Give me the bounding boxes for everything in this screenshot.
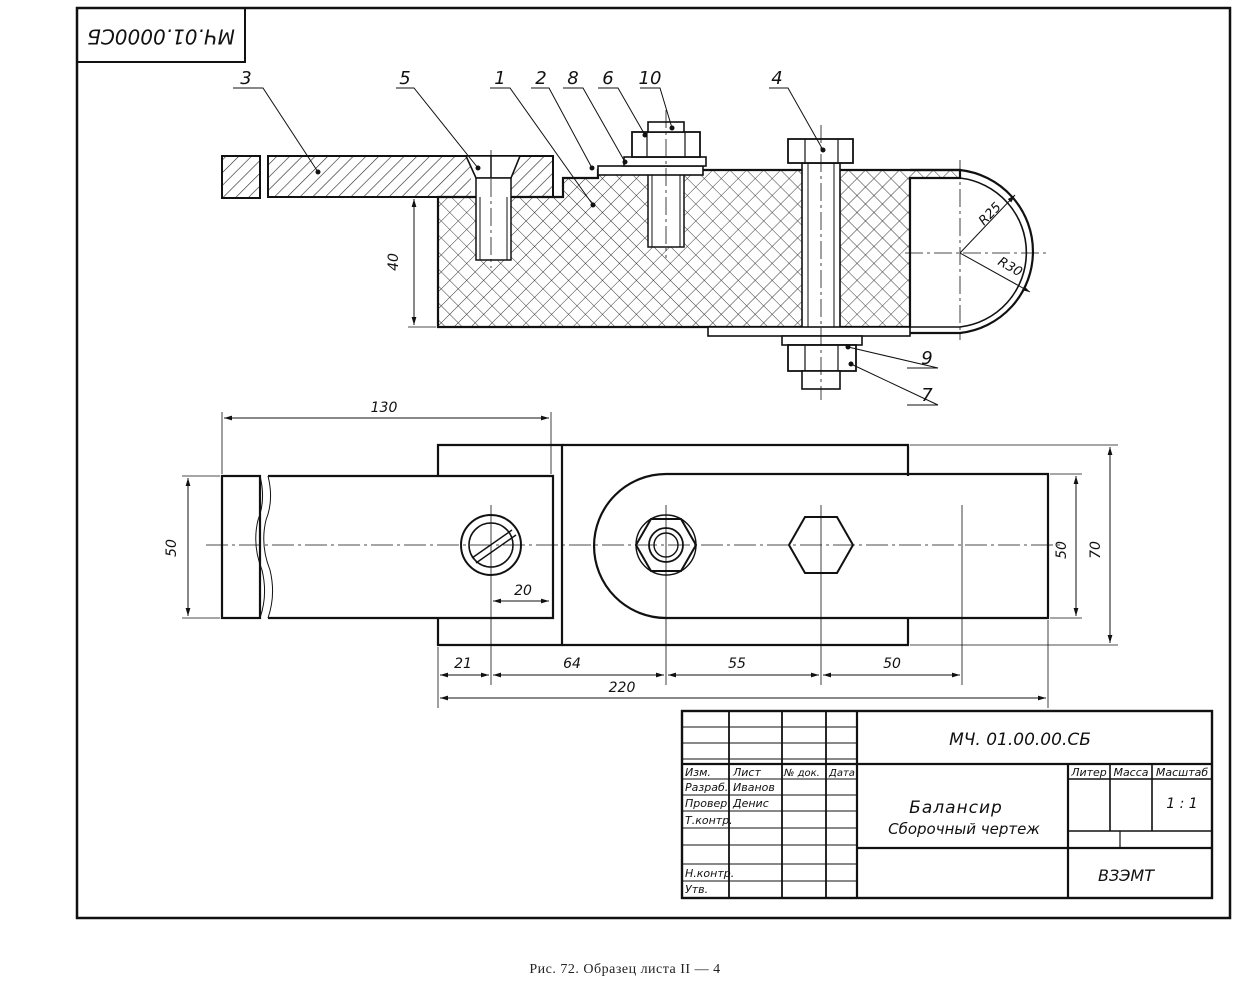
dim-height-40: 40 bbox=[386, 253, 402, 271]
role-tkontr: Т.контр. bbox=[685, 814, 733, 827]
callout-1: 1 bbox=[494, 68, 505, 89]
role-utv: Утв. bbox=[685, 883, 708, 896]
dim-70: 70 bbox=[1088, 541, 1104, 559]
title-block bbox=[680, 709, 1214, 900]
dim-130: 130 bbox=[371, 400, 398, 416]
dim-55: 55 bbox=[728, 656, 746, 672]
signature-developer: Иванов bbox=[733, 781, 775, 794]
role-nkontr: Н.контр. bbox=[685, 867, 734, 880]
drawing-type: Сборочный чертеж bbox=[888, 820, 1040, 838]
dim-220: 220 bbox=[609, 680, 636, 696]
sheet-border bbox=[75, 6, 1232, 920]
organization: ВЗЭМТ bbox=[1098, 866, 1155, 885]
doc-code: МЧ. 01.00.00.СБ bbox=[949, 730, 1091, 750]
col-list: Лист bbox=[732, 766, 761, 779]
col-doc: № док. bbox=[783, 768, 820, 779]
dim-20: 20 bbox=[514, 583, 532, 599]
dim-21: 21 bbox=[454, 656, 472, 672]
dim-r30: R30 bbox=[995, 254, 1025, 280]
attr-liter: Литер bbox=[1070, 766, 1107, 779]
dim-50-chain: 50 bbox=[883, 656, 901, 672]
attr-massa: Масса bbox=[1113, 766, 1148, 779]
section-view: R25 R30 40 3 5 1 2 8 6 10 bbox=[221, 68, 1048, 406]
callout-9: 9 bbox=[921, 348, 932, 369]
callout-5: 5 bbox=[399, 68, 410, 89]
signature-checker: Денис bbox=[732, 797, 769, 810]
scale-value: 1 : 1 bbox=[1166, 796, 1197, 812]
callout-2: 2 bbox=[535, 68, 546, 89]
callout-7: 7 bbox=[921, 385, 933, 406]
dim-50-right: 50 bbox=[1054, 541, 1070, 559]
callout-4: 4 bbox=[771, 68, 782, 89]
callout-10: 10 bbox=[639, 68, 662, 89]
callout-3: 3 bbox=[240, 68, 251, 89]
dim-50-left: 50 bbox=[164, 539, 180, 557]
plan-view: 130 50 20 50 70 21 64 55 50 220 bbox=[164, 400, 1118, 708]
rotated-stamp-box bbox=[76, 7, 246, 63]
role-razrab: Разраб. bbox=[685, 781, 728, 794]
role-prover: Провер. bbox=[685, 797, 731, 810]
dim-64: 64 bbox=[563, 656, 581, 672]
figure-caption: Рис. 72. Образец листа II — 4 bbox=[529, 962, 721, 977]
callout-8: 8 bbox=[567, 68, 578, 89]
col-date: Дата bbox=[828, 768, 855, 779]
title-block-text: МЧ. 01.00.00.СБ Балансир Сборочный черте… bbox=[685, 730, 1208, 896]
col-izm: Изм. bbox=[685, 766, 711, 779]
attr-masshtab: Масштаб bbox=[1156, 766, 1208, 779]
dim-r25: R25 bbox=[976, 200, 1005, 229]
callout-6: 6 bbox=[602, 68, 613, 89]
drawing-name: Балансир bbox=[909, 798, 1003, 818]
rotated-stamp-code: МЧ.01.0000СБ bbox=[87, 25, 235, 49]
